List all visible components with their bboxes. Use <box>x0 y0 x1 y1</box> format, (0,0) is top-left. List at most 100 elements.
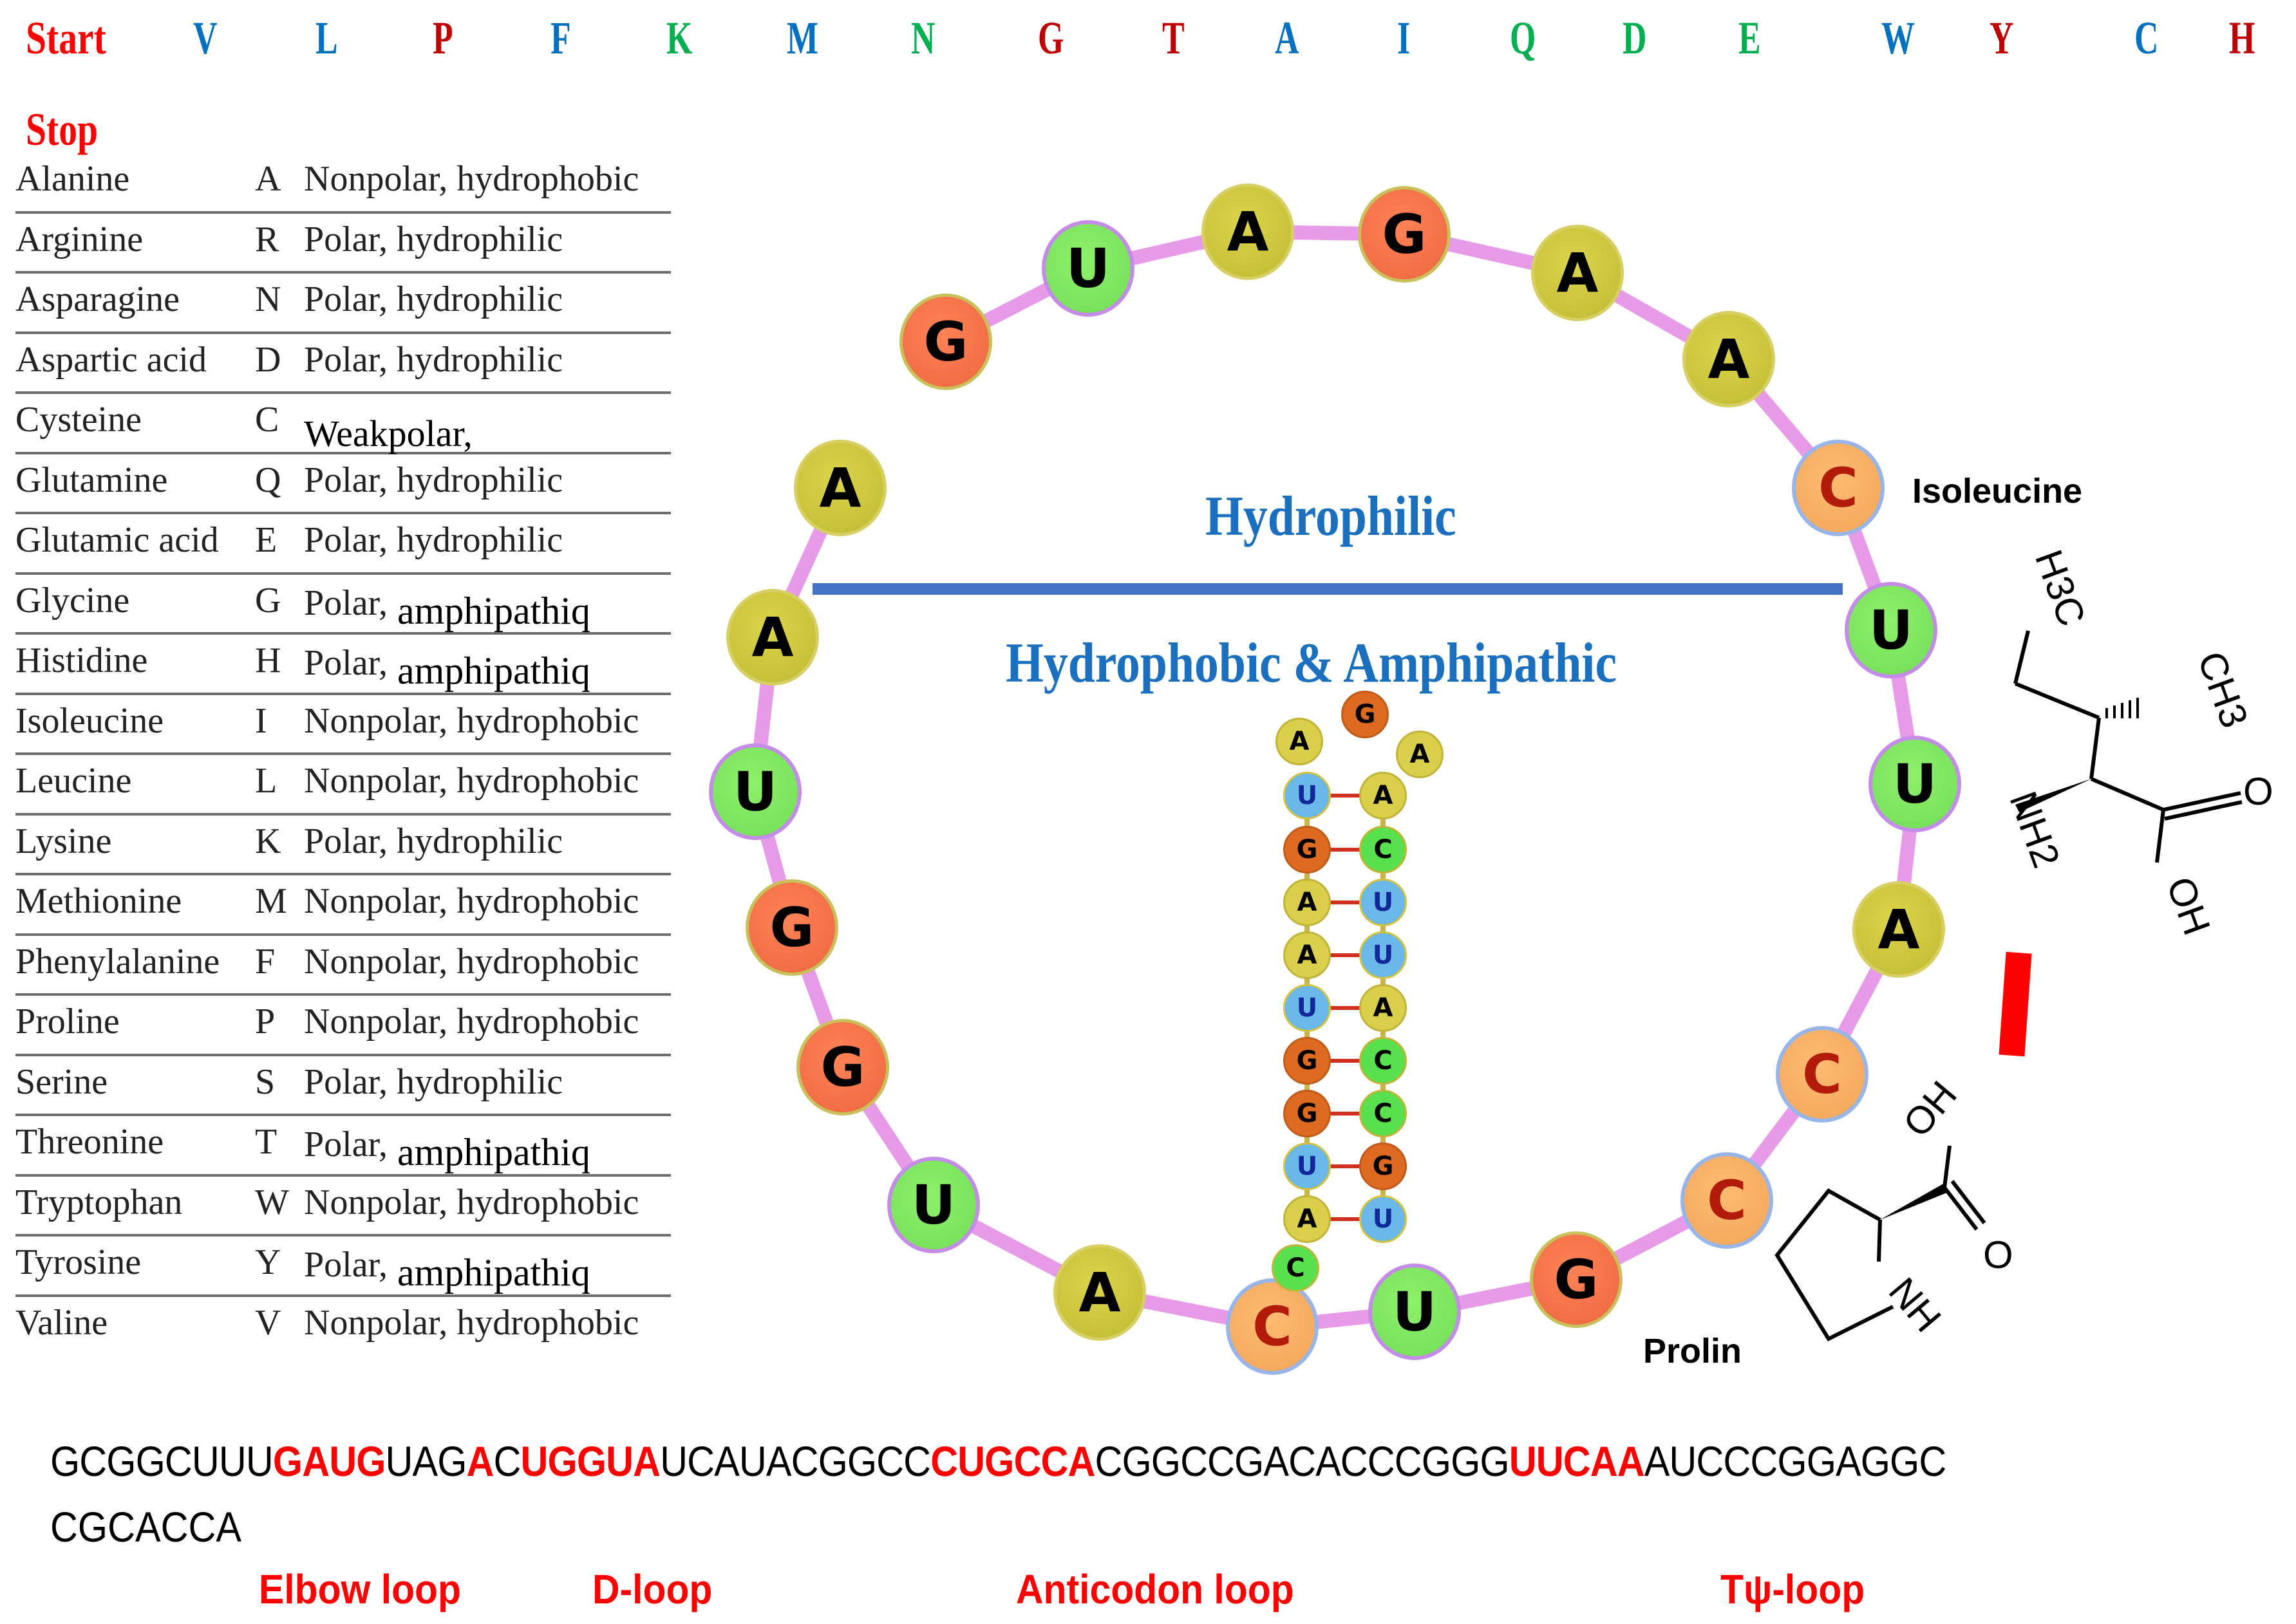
hairpin-nucleotide-c: C <box>1359 1090 1407 1137</box>
hairpin-nucleotide-a: A <box>1359 984 1407 1032</box>
amino-acid-code: L <box>255 761 278 801</box>
amino-acid-name: Lysine <box>15 821 112 861</box>
amino-letter-q: Q <box>1510 12 1536 64</box>
amino-letter-v: V <box>193 12 218 64</box>
amino-acid-code: I <box>255 700 267 741</box>
sequence-segment: CGGCCGACACCCGGG <box>1095 1437 1509 1485</box>
amino-letter-m: M <box>787 12 818 64</box>
amino-acid-name: Proline <box>15 1002 120 1041</box>
amino-acid-code: P <box>255 1002 276 1041</box>
nucleotide-bead-a: A <box>1053 1244 1146 1341</box>
h3c-group: H3C <box>2027 545 2094 632</box>
amino-acid-property: Nonpolar, hydrophobic <box>304 159 639 199</box>
hairpin-nucleotide-u: U <box>1283 1143 1331 1190</box>
amino-acid-property: Polar, hydrophilic <box>304 339 563 380</box>
sequence-segment: AUCCCGGAGGC <box>1644 1437 1947 1485</box>
amino-acid-code: K <box>255 821 281 861</box>
nucleotide-bead-c: C <box>1680 1152 1773 1249</box>
amino-acid-name: Aspartic acid <box>15 339 207 380</box>
proline-structure-icon: OH O NH <box>1774 1073 2013 1341</box>
nucleotide-bead-a: A <box>1531 225 1624 321</box>
amino-acid-property-extra: amphipathiq <box>387 1131 590 1173</box>
nucleotide-bead-a: A <box>1682 311 1775 407</box>
amino-acid-property: Weakpolar, <box>304 413 473 454</box>
highlighted-sequence-segment: UUCAA <box>1509 1437 1645 1485</box>
amino-acid-name: Methionine <box>15 881 182 921</box>
loop-label: Elbow loop <box>259 1566 461 1612</box>
amino-acid-code: G <box>255 580 281 621</box>
hairpin-nucleotide-u: U <box>1283 772 1331 819</box>
nucleotide-bead-u: U <box>1845 582 1937 678</box>
hairpin-nucleotide-g: G <box>1359 1143 1407 1190</box>
amino-acid-property: Polar, hydrophilic <box>304 520 563 560</box>
hairpin-nucleotide-g: G <box>1283 1037 1331 1085</box>
sequence-segment: GCGGCUUU <box>50 1437 274 1485</box>
hairpin-nucleotide-g: G <box>1341 691 1389 738</box>
amino-acid-code: E <box>255 520 278 560</box>
hairpin-nucleotide-u: U <box>1359 879 1407 926</box>
hairpin-nucleotide-c: C <box>1359 826 1407 873</box>
amino-acid-property: Nonpolar, hydrophobic <box>304 761 639 801</box>
start-label: Start <box>26 12 106 64</box>
sequence-segment: UCAUACGGCC <box>660 1437 931 1485</box>
amino-acid-property-extra: amphipathiq <box>387 649 590 692</box>
amino-acid-code: H <box>255 640 281 680</box>
amino-acid-code: F <box>255 941 276 982</box>
amino-acid-code: W <box>255 1182 289 1222</box>
amino-letter-h: H <box>2229 12 2255 64</box>
amino-acid-code: N <box>255 279 281 319</box>
amino-acid-property: Polar, hydrophilic <box>304 460 563 500</box>
sequence-segment: UAG <box>385 1437 467 1485</box>
nucleotide-bead-u: U <box>1868 736 1961 832</box>
hairpin-nucleotide-u: U <box>1283 984 1331 1032</box>
hydrophilic-hydrophobic-divider <box>813 583 1843 595</box>
nucleotide-bead-g: G <box>1530 1231 1623 1328</box>
nucleotide-bead-c: C <box>1792 440 1885 536</box>
amino-acid-property: Polar, hydrophilic <box>304 219 563 259</box>
amino-acid-property: Nonpolar, hydrophobic <box>304 1002 639 1041</box>
amino-letter-k: K <box>666 12 693 64</box>
stop-label: Stop <box>26 104 99 155</box>
table-row: Phenylalanine F Nonpolar, hydrophobic <box>15 936 671 996</box>
amino-letter-g: G <box>1038 12 1064 64</box>
amino-letter-p: P <box>433 12 453 64</box>
hairpin-nucleotide-u: U <box>1359 931 1407 979</box>
amino-acid-name: Alanine <box>15 159 130 199</box>
amino-letter-a: A <box>1275 12 1299 64</box>
amino-letter-e: E <box>1738 12 1761 64</box>
amino-acid-name: Arginine <box>15 219 144 259</box>
amino-acid-name: Phenylalanine <box>15 941 220 982</box>
amino-acid-name: Isoleucine <box>15 700 164 741</box>
amino-acid-name: Histidine <box>15 640 148 680</box>
hydrophobic-amphipathic-label: Hydrophobic & Amphipathic <box>1006 632 1617 695</box>
hairpin-nucleotide-c: C <box>1359 1037 1407 1085</box>
hairpin-nucleotide-g: G <box>1283 826 1331 873</box>
trna-sequence-line-1: GCGGCUUUGAUGUAGACUGGUAUCAUACGGCCCUGCCACG… <box>50 1437 1946 1486</box>
amino-acid-property: Nonpolar, hydrophobic <box>304 700 639 741</box>
amino-letter-w: W <box>1881 12 1915 64</box>
highlighted-sequence-segment: UGGUA <box>520 1437 661 1485</box>
hairpin-nucleotide-a: A <box>1283 879 1331 926</box>
hairpin-nucleotide-a: A <box>1396 731 1444 778</box>
amino-acid-property-extra: amphipathiq <box>387 589 590 632</box>
amino-acid-code: V <box>255 1302 281 1343</box>
amino-acid-property: Polar, hydrophilic <box>304 279 563 319</box>
amino-acid-property: Nonpolar, hydrophobic <box>304 941 639 982</box>
hairpin-nucleotide-c: C <box>1272 1244 1319 1292</box>
amino-letter-c: C <box>2134 12 2159 64</box>
amino-acid-name: Glycine <box>15 580 130 621</box>
amino-letter-f: F <box>550 12 571 64</box>
trna-sequence-line-2: CGCACCA <box>50 1503 242 1551</box>
amino-acid-name: Cysteine <box>15 400 142 440</box>
amino-acid-code: T <box>255 1122 278 1162</box>
